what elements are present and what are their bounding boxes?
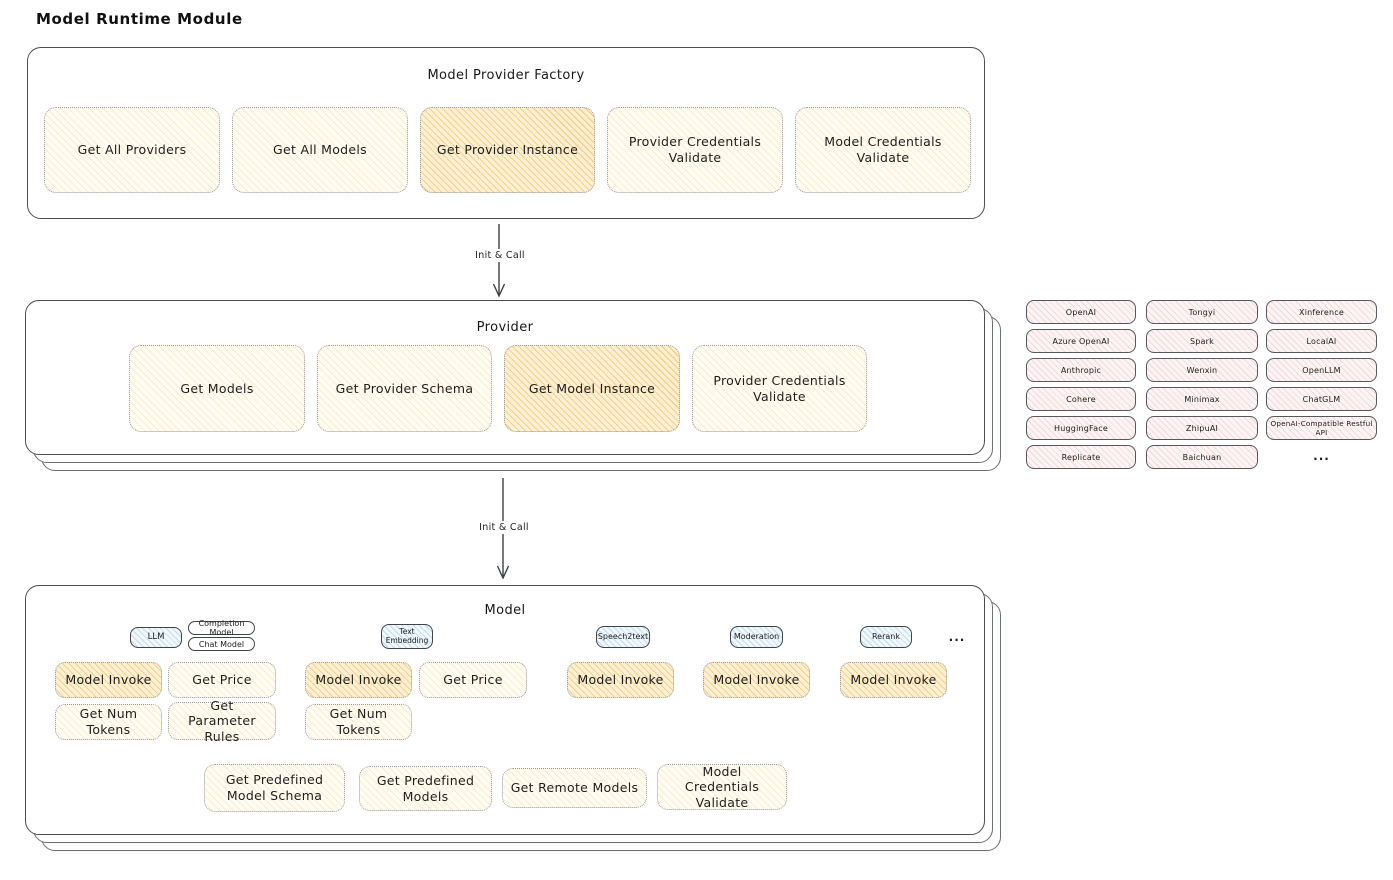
embedding-model-invoke: Model Invoke — [305, 662, 412, 698]
factory-provider-credentials-validate: Provider Credentials Validate — [607, 107, 783, 193]
model-title: Model — [484, 603, 526, 618]
embedding-get-price: Get Price — [419, 662, 527, 698]
provider-chip-anthropic: Anthropic — [1026, 358, 1136, 382]
provider-chip-openllm: OpenLLM — [1266, 358, 1377, 382]
provider-chip-azure-openai: Azure OpenAI — [1026, 329, 1136, 353]
provider-chip-chatglm: ChatGLM — [1266, 387, 1377, 411]
moderation-model-invoke: Model Invoke — [703, 662, 810, 698]
provider-chip-localai: LocalAI — [1266, 329, 1377, 353]
model-type-chat-model: Chat Model — [188, 637, 255, 651]
provider-chip-openai-compatible: OpenAI-Compatible Restful API — [1266, 416, 1377, 440]
provider-chip-minimax: Minimax — [1146, 387, 1258, 411]
rerank-model-invoke: Model Invoke — [840, 662, 947, 698]
provider-get-model-instance: Get Model Instance — [504, 345, 680, 432]
provider-chip-baichuan: Baichuan — [1146, 445, 1258, 469]
model-get-predefined-model-schema: Get Predefined Model Schema — [204, 764, 345, 812]
provider-get-models: Get Models — [129, 345, 305, 432]
model-type-rerank: Rerank — [860, 626, 912, 648]
model-type-llm: LLM — [130, 627, 182, 648]
arrow2-label: Init & Call — [462, 521, 546, 534]
factory-get-all-models: Get All Models — [232, 107, 408, 193]
model-get-remote-models: Get Remote Models — [502, 768, 647, 808]
llm-model-invoke: Model Invoke — [55, 662, 162, 698]
llm-get-parameter-rules: Get Parameter Rules — [168, 698, 276, 744]
provider-chip-huggingface: HuggingFace — [1026, 416, 1136, 440]
model-types-more: ... — [948, 630, 966, 644]
provider-chip-replicate: Replicate — [1026, 445, 1136, 469]
factory-get-all-providers: Get All Providers — [44, 107, 220, 193]
llm-get-price: Get Price — [168, 662, 276, 698]
factory-get-provider-instance: Get Provider Instance — [420, 107, 595, 193]
model-type-text-embedding: Text Embedding — [381, 624, 433, 649]
provider-title: Provider — [476, 320, 534, 335]
model-type-speech2text: Speech2text — [596, 626, 650, 648]
speech2text-model-invoke: Model Invoke — [567, 662, 674, 698]
embedding-get-num-tokens: Get Num Tokens — [305, 704, 412, 740]
model-get-predefined-models: Get Predefined Models — [359, 766, 492, 811]
provider-chip-spark: Spark — [1146, 329, 1258, 353]
provider-provider-credentials-validate: Provider Credentials Validate — [692, 345, 867, 432]
provider-chip-cohere: Cohere — [1026, 387, 1136, 411]
factory-title: Model Provider Factory — [427, 68, 585, 83]
provider-chip-openai: OpenAI — [1026, 300, 1136, 324]
provider-chip-zhipuai: ZhipuAI — [1146, 416, 1258, 440]
provider-get-provider-schema: Get Provider Schema — [317, 345, 492, 432]
model-type-completion-model: Completion Model — [188, 619, 255, 637]
page-title: Model Runtime Module — [36, 10, 243, 28]
factory-model-credentials-validate: Model Credentials Validate — [795, 107, 971, 193]
model-type-moderation: Moderation — [730, 626, 783, 648]
provider-chip-wenxin: Wenxin — [1146, 358, 1258, 382]
provider-chip-tongyi: Tongyi — [1146, 300, 1258, 324]
provider-chip-xinference: Xinference — [1266, 300, 1377, 324]
llm-get-num-tokens: Get Num Tokens — [55, 704, 162, 740]
model-model-credentials-validate: Model Credentials Validate — [657, 764, 787, 810]
provider-grid-more: ... — [1313, 449, 1330, 463]
arrow1-label: Init & Call — [458, 249, 542, 262]
